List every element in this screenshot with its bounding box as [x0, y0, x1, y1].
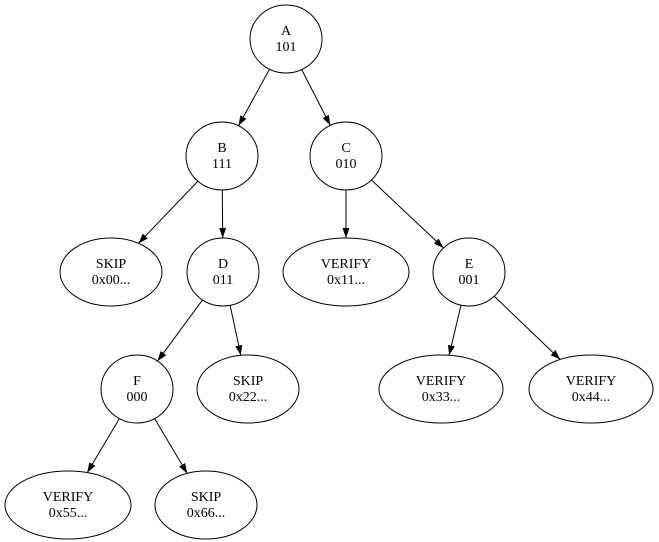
edge-a-c: [301, 69, 331, 126]
node-label-skip00-line2: 0x00...: [92, 273, 131, 288]
node-label-c-line2: 010: [336, 157, 357, 172]
node-label-skip00-line1: SKIP: [96, 257, 127, 272]
node-label-d-line1: D: [218, 257, 228, 272]
node-layer: A101B111C010SKIP0x00...D011VERIFY0x11...…: [4, 4, 654, 540]
edge-b-skip00: [138, 180, 199, 244]
node-label-d-line2: 011: [213, 273, 233, 288]
node-verify11: VERIFY0x11...: [282, 237, 410, 307]
node-shape-c: [309, 121, 383, 191]
node-label-verify44-line2: 0x44...: [572, 390, 611, 405]
node-shape-a: [249, 4, 323, 74]
edge-d-f: [157, 299, 203, 362]
node-label-verify11-line1: VERIFY: [321, 257, 372, 272]
node-verify44: VERIFY0x44...: [528, 354, 654, 424]
edge-d-skip22: [229, 305, 243, 356]
node-shape-verify55: [4, 470, 132, 540]
node-skip00: SKIP0x00...: [59, 237, 163, 307]
node-shape-verify33: [378, 354, 504, 424]
node-skip22: SKIP0x22...: [196, 354, 300, 424]
edge-f-verify55: [86, 418, 120, 473]
node-label-verify55-line1: VERIFY: [43, 490, 94, 505]
node-label-f-line2: 000: [127, 390, 148, 405]
node-shape-b: [185, 121, 259, 191]
node-label-a-line1: A: [281, 24, 292, 39]
node-label-verify33-line2: 0x33...: [422, 390, 461, 405]
node-label-skip22-line1: SKIP: [233, 374, 264, 389]
node-verify33: VERIFY0x33...: [378, 354, 504, 424]
edge-f-skip66: [154, 418, 188, 474]
node-shape-skip66: [154, 470, 258, 540]
node-label-verify44-line1: VERIFY: [566, 374, 617, 389]
node-shape-f: [100, 354, 174, 424]
node-label-skip66-line1: SKIP: [191, 490, 222, 505]
edge-a-b: [238, 68, 270, 127]
node-shape-e: [432, 237, 506, 307]
node-label-skip22-line2: 0x22...: [229, 390, 268, 405]
node-label-b-line1: B: [217, 141, 226, 156]
edge-e-verify44: [493, 295, 561, 360]
edge-e-verify33: [447, 305, 462, 356]
node-label-e-line1: E: [465, 257, 474, 272]
node-label-verify11-line2: 0x11...: [327, 273, 365, 288]
node-label-f-line1: F: [133, 374, 141, 389]
node-label-e-line2: 001: [459, 273, 480, 288]
node-verify55: VERIFY0x55...: [4, 470, 132, 540]
node-shape-skip22: [196, 354, 300, 424]
node-skip66: SKIP0x66...: [154, 470, 258, 540]
node-label-verify55-line2: 0x55...: [49, 506, 88, 521]
edge-c-e: [371, 179, 444, 249]
node-label-c-line1: C: [341, 141, 350, 156]
node-shape-d: [186, 237, 260, 307]
node-label-a-line2: 101: [276, 40, 297, 55]
node-label-b-line2: 111: [212, 157, 232, 172]
edge-layer: [86, 68, 561, 474]
node-shape-verify44: [528, 354, 654, 424]
node-label-verify33-line1: VERIFY: [416, 374, 467, 389]
node-shape-skip00: [59, 237, 163, 307]
node-label-skip66-line2: 0x66...: [187, 506, 226, 521]
node-shape-verify11: [282, 237, 410, 307]
